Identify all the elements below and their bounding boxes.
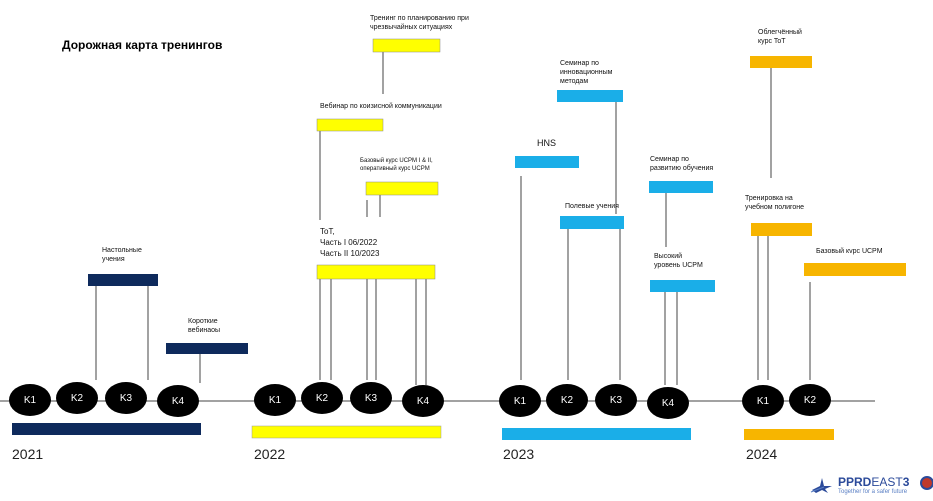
box-light-tot [750, 56, 812, 68]
label-tot-part1: Часть I 06/2022 [320, 238, 378, 247]
logo-tagline: Together for a safer future [838, 489, 908, 495]
connectors-2021 [95, 286, 201, 383]
box-basic-ucpm-2024 [804, 263, 906, 276]
year-bar-2021 [12, 423, 201, 435]
node-2021-k3: K3 [105, 382, 147, 414]
node-2022-k2: K2 [301, 382, 343, 414]
box-crisis-webinar [316, 118, 384, 132]
box-range-training [751, 223, 812, 236]
box-short-webinars [166, 343, 248, 354]
label-crisis-webinar: Вебинар по коизисной коммуникации [320, 103, 442, 110]
page-title: Дорожная карта тренингов [62, 38, 223, 52]
node-2024-k1: K1 [742, 385, 784, 417]
node-2024-k2: K2 [789, 384, 831, 416]
node-2022-k1: K1 [254, 384, 296, 416]
year-label-2022: 2022 [254, 446, 286, 462]
label-high-ucpm: Высокий уровень UCPM [654, 253, 703, 269]
label-basic-ucpm: Базовый курс UCPM I & II, оперативный ку… [360, 158, 433, 172]
label-innovative-seminar: Семинар по инновационным методам [560, 60, 613, 85]
year-label-2021: 2021 [12, 446, 44, 462]
node-2023-k1: K1 [499, 385, 541, 417]
box-tabletop [88, 274, 158, 286]
node-2021-k2: K2 [56, 382, 98, 414]
box-innovative-seminar [557, 90, 623, 102]
node-2022-k3: K3 [350, 382, 392, 414]
box-high-ucpm [650, 280, 715, 292]
year-bar-2024 [744, 429, 834, 440]
label-dev-seminar: Семинар по развитию обучения [650, 156, 714, 172]
connectors-2022 [319, 52, 427, 385]
star-icon [810, 478, 832, 493]
node-2023-k2: K2 [546, 384, 588, 416]
box-hns [515, 156, 579, 168]
node-2023-k3: K3 [595, 384, 637, 416]
node-2021-k4: K4 [157, 385, 199, 417]
box-tot [316, 264, 436, 280]
logo-name-part1: PPRD [838, 475, 872, 489]
box-field-exercises [560, 216, 624, 229]
node-2021-k1: K1 [9, 384, 51, 416]
logo-name-part2: EAST [871, 475, 903, 489]
label-emergency-planning: Тренинг по планированию при чрезвычайных… [370, 15, 469, 31]
connectors-2024 [757, 68, 811, 380]
label-tot: ToT, [320, 227, 335, 236]
year-bar-2022 [251, 425, 442, 439]
label-basic-ucpm-2024: Базовый кvpc UCPM [816, 248, 883, 255]
label-hns: HNS [537, 138, 557, 148]
box-basic-ucpm [365, 181, 439, 196]
box-dev-seminar [649, 181, 713, 193]
label-tabletop: Настольные учения [102, 247, 142, 263]
connectors-2023 [520, 101, 678, 385]
label-range-training: Тренировка на учебном полигоне [745, 195, 805, 211]
box-emergency-planning [372, 38, 441, 53]
pprd-east3-logo: PPRDEAST3 Together for a safer future [808, 474, 933, 498]
label-light-tot: Облегчённый курс ToT [758, 29, 802, 45]
year-label-2024: 2024 [746, 446, 778, 462]
label-field-exercises: Полевые учения [565, 203, 619, 210]
node-2023-k4: K4 [647, 387, 689, 419]
year-label-2023: 2023 [503, 446, 535, 462]
label-tot-part2: Часть II 10/2023 [320, 249, 380, 258]
logo-emblem-icon [920, 476, 933, 490]
year-bar-2023 [502, 428, 691, 440]
node-2022-k4: K4 [402, 385, 444, 417]
label-short-webinars: Короткие вебинаоы [188, 318, 221, 334]
logo-name-num: 3 [902, 475, 910, 489]
